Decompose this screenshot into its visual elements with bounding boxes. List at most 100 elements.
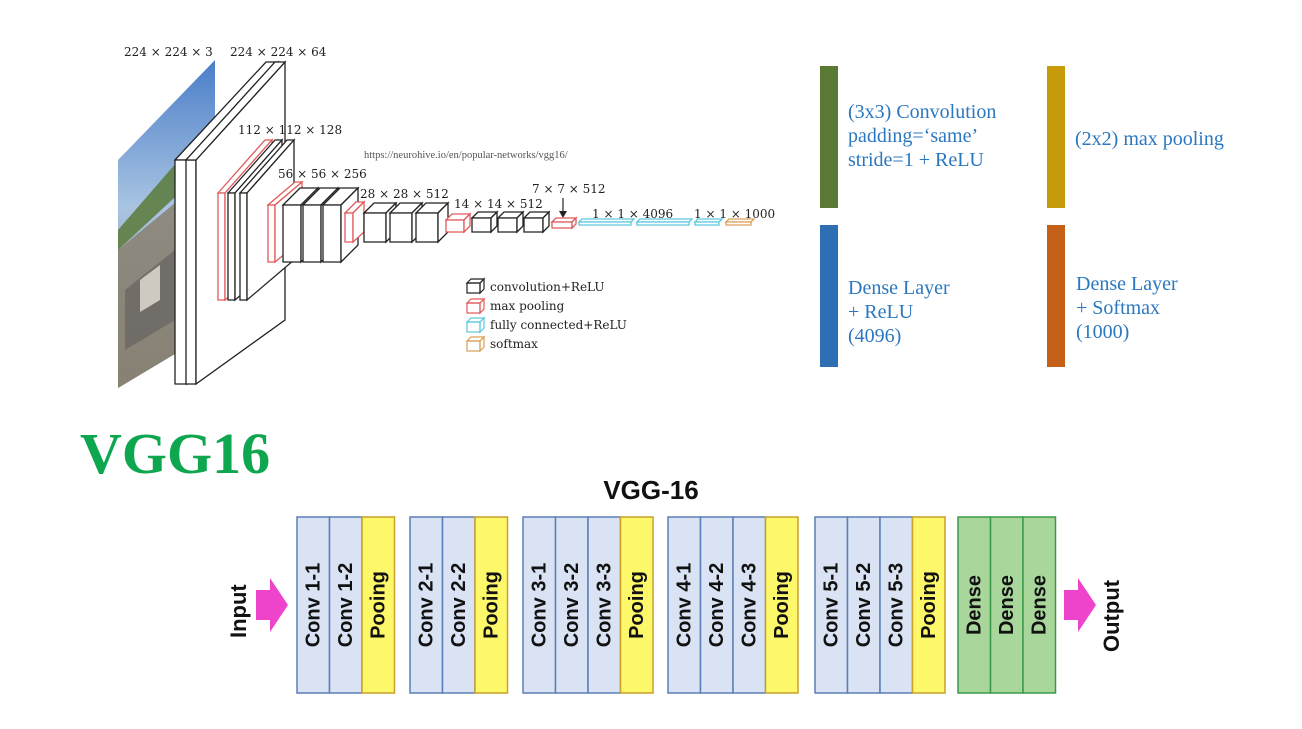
conv-layer-box bbox=[328, 516, 363, 694]
conv-layer-box bbox=[296, 516, 331, 694]
conv-layer-box bbox=[522, 516, 557, 694]
page-title: VGG16 bbox=[80, 421, 271, 486]
conv3-slabs bbox=[266, 180, 360, 264]
pool-key-line1: (2x2) max pooling bbox=[1075, 128, 1224, 150]
dense-softmax-key-text: Dense Layer + Softmax (1000) bbox=[1076, 272, 1178, 344]
fc-slabs bbox=[577, 218, 724, 226]
legend-conv-relu bbox=[465, 277, 486, 295]
dense-softmax-key-line3: (1000) bbox=[1076, 321, 1130, 343]
conv4-slabs bbox=[343, 200, 450, 244]
legend-softmax bbox=[465, 335, 486, 353]
source-url: https://neurohive.io/en/popular-networks… bbox=[364, 150, 568, 161]
layer-block-1: Conv 1-1 Conv 1-2 Pooing bbox=[296, 516, 396, 694]
dense-softmax-key-line2: + Softmax bbox=[1076, 297, 1161, 319]
conv-layer-label: Conv 1-2 bbox=[335, 563, 357, 647]
conv-layer-label: Conv 3-3 bbox=[593, 563, 615, 647]
conv-layer-box bbox=[554, 516, 589, 694]
conv-layer-b2-2: Conv 2-2 bbox=[441, 516, 476, 694]
conv-layer-b4-3: Conv 4-3 bbox=[732, 516, 767, 694]
legend-max-pooling bbox=[465, 297, 486, 315]
pooling-layer-b4-4: Pooing bbox=[764, 516, 799, 694]
diagram-heading: VGG-16 bbox=[603, 475, 699, 505]
conv-layer-box bbox=[409, 516, 444, 694]
legend-max-pooling-label: max pooling bbox=[490, 299, 565, 313]
dense-layer-label: Dense bbox=[1028, 575, 1050, 635]
dense-layer-box bbox=[957, 516, 992, 694]
conv-layer-label: Conv 5-1 bbox=[820, 563, 842, 647]
output-arrow-icon bbox=[1064, 578, 1096, 632]
input-arrow-icon bbox=[256, 578, 288, 632]
pooling-layer-b3-4: Pooing bbox=[619, 516, 654, 694]
legend-fc-relu bbox=[465, 316, 486, 334]
conv-layer-b3-1: Conv 3-1 bbox=[522, 516, 557, 694]
pooling-layer-label: Pooing bbox=[918, 571, 940, 639]
conv-layer-b2-1: Conv 2-1 bbox=[409, 516, 444, 694]
conv-key-line1: (3x3) Convolution bbox=[848, 101, 997, 123]
dense-layer-b6-3: Dense bbox=[1022, 516, 1057, 694]
conv-layer-b5-2: Conv 5-2 bbox=[846, 516, 881, 694]
output-section: Output bbox=[1064, 578, 1124, 652]
legend-conv-relu-label: convolution+ReLU bbox=[490, 280, 604, 294]
dense-layer-label: Dense bbox=[996, 575, 1018, 635]
conv-layer-b5-1: Conv 5-1 bbox=[814, 516, 849, 694]
conv-layer-label: Conv 5-3 bbox=[885, 563, 907, 647]
conv-layer-label: Conv 3-1 bbox=[528, 563, 550, 647]
dense-softmax-key-swatch bbox=[1047, 225, 1065, 367]
conv-layer-label: Conv 4-2 bbox=[706, 563, 728, 647]
conv-layer-b3-3: Conv 3-3 bbox=[587, 516, 622, 694]
conv-layer-label: Conv 3-2 bbox=[561, 563, 583, 647]
conv4-size-label: 28 × 28 × 512 bbox=[360, 187, 449, 201]
pool5-arrow bbox=[559, 198, 567, 218]
conv-layer-label: Conv 1-1 bbox=[302, 563, 324, 647]
pool-key-swatch bbox=[1047, 66, 1065, 208]
pool-key-text: (2x2) max pooling bbox=[1075, 127, 1224, 151]
pooling-layer-b1-3: Pooing bbox=[361, 516, 396, 694]
conv-layer-box bbox=[587, 516, 622, 694]
dense-layer-b6-2: Dense bbox=[989, 516, 1024, 694]
conv-layer-label: Conv 2-2 bbox=[448, 563, 470, 647]
conv2-size-label: 112 × 112 × 128 bbox=[238, 123, 342, 137]
conv-layer-label: Conv 2-1 bbox=[415, 563, 437, 647]
fc1000-size-label: 1 × 1 × 1000 bbox=[694, 207, 775, 221]
pooling-layer-box bbox=[911, 516, 946, 694]
input-label: Input bbox=[226, 584, 251, 638]
dense-relu-key-line1: Dense Layer bbox=[848, 277, 950, 299]
pooling-layer-label: Pooing bbox=[367, 571, 389, 639]
conv-layer-box bbox=[846, 516, 881, 694]
legend-fc-relu-label: fully connected+ReLU bbox=[490, 318, 627, 332]
fc4096-size-label: 1 × 1 × 4096 bbox=[592, 207, 673, 221]
conv-layer-box bbox=[814, 516, 849, 694]
conv-layer-b1-1: Conv 1-1 bbox=[296, 516, 331, 694]
conv-layer-label: Conv 4-1 bbox=[673, 563, 695, 647]
input-size-label: 224 × 224 × 3 bbox=[124, 45, 213, 59]
conv3-size-label: 56 × 56 × 256 bbox=[278, 167, 367, 181]
pooling-layer-b2-3: Pooing bbox=[474, 516, 509, 694]
top-legend: convolution+ReLU max pooling fully conne… bbox=[465, 277, 627, 353]
layer-block-6: Dense Dense Dense bbox=[957, 516, 1057, 694]
conv-layer-box bbox=[441, 516, 476, 694]
conv-layer-box bbox=[667, 516, 702, 694]
pooling-layer-box bbox=[764, 516, 799, 694]
conv-layer-b4-2: Conv 4-2 bbox=[699, 516, 734, 694]
conv-key-line2: padding=‘same’ bbox=[848, 125, 979, 147]
dense-softmax-key-line1: Dense Layer bbox=[1076, 273, 1178, 295]
pooling-layer-box bbox=[619, 516, 654, 694]
dense-relu-key-text: Dense Layer + ReLU (4096) bbox=[848, 276, 950, 348]
conv-layer-b3-2: Conv 3-2 bbox=[554, 516, 589, 694]
pooling-layer-b5-4: Pooing bbox=[911, 516, 946, 694]
dense-relu-key-line2: + ReLU bbox=[848, 301, 914, 323]
conv5-slabs bbox=[444, 210, 551, 234]
dense-relu-key-swatch bbox=[820, 225, 838, 367]
pool5-slab bbox=[550, 216, 578, 230]
dense-layer-label: Dense bbox=[963, 575, 985, 635]
conv1-size-label: 224 × 224 × 64 bbox=[230, 45, 327, 59]
conv-key-text: (3x3) Convolution padding=‘same’ stride=… bbox=[848, 100, 996, 172]
conv-layer-box bbox=[699, 516, 734, 694]
pooling-layer-label: Pooing bbox=[771, 571, 793, 639]
conv-key-line3: stride=1 + ReLU bbox=[848, 149, 984, 171]
